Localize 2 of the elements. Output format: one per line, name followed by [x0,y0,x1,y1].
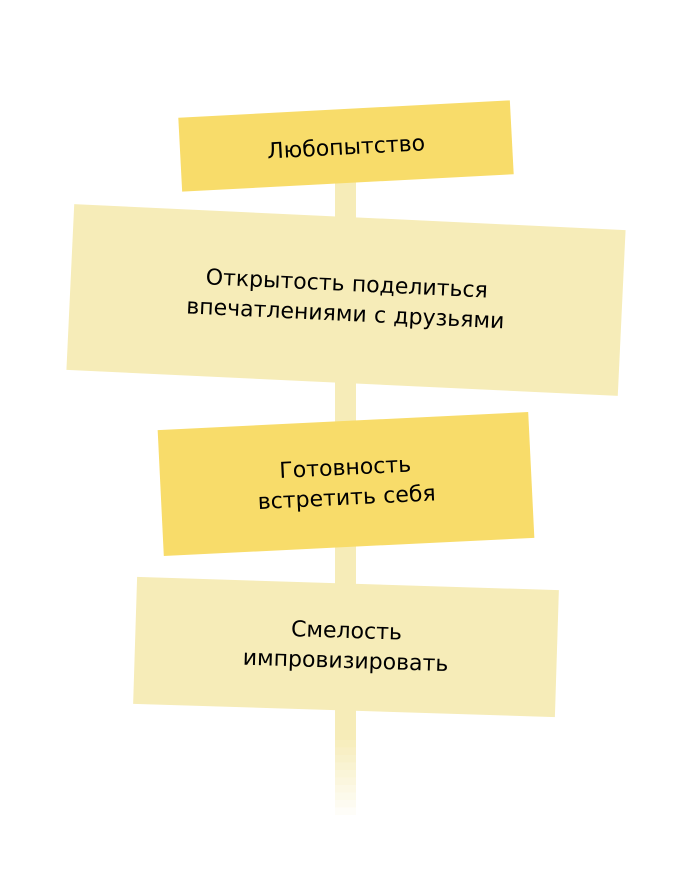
sign-board: Готовность встретить себя [158,412,534,556]
sign-board: Любопытство [178,100,514,192]
